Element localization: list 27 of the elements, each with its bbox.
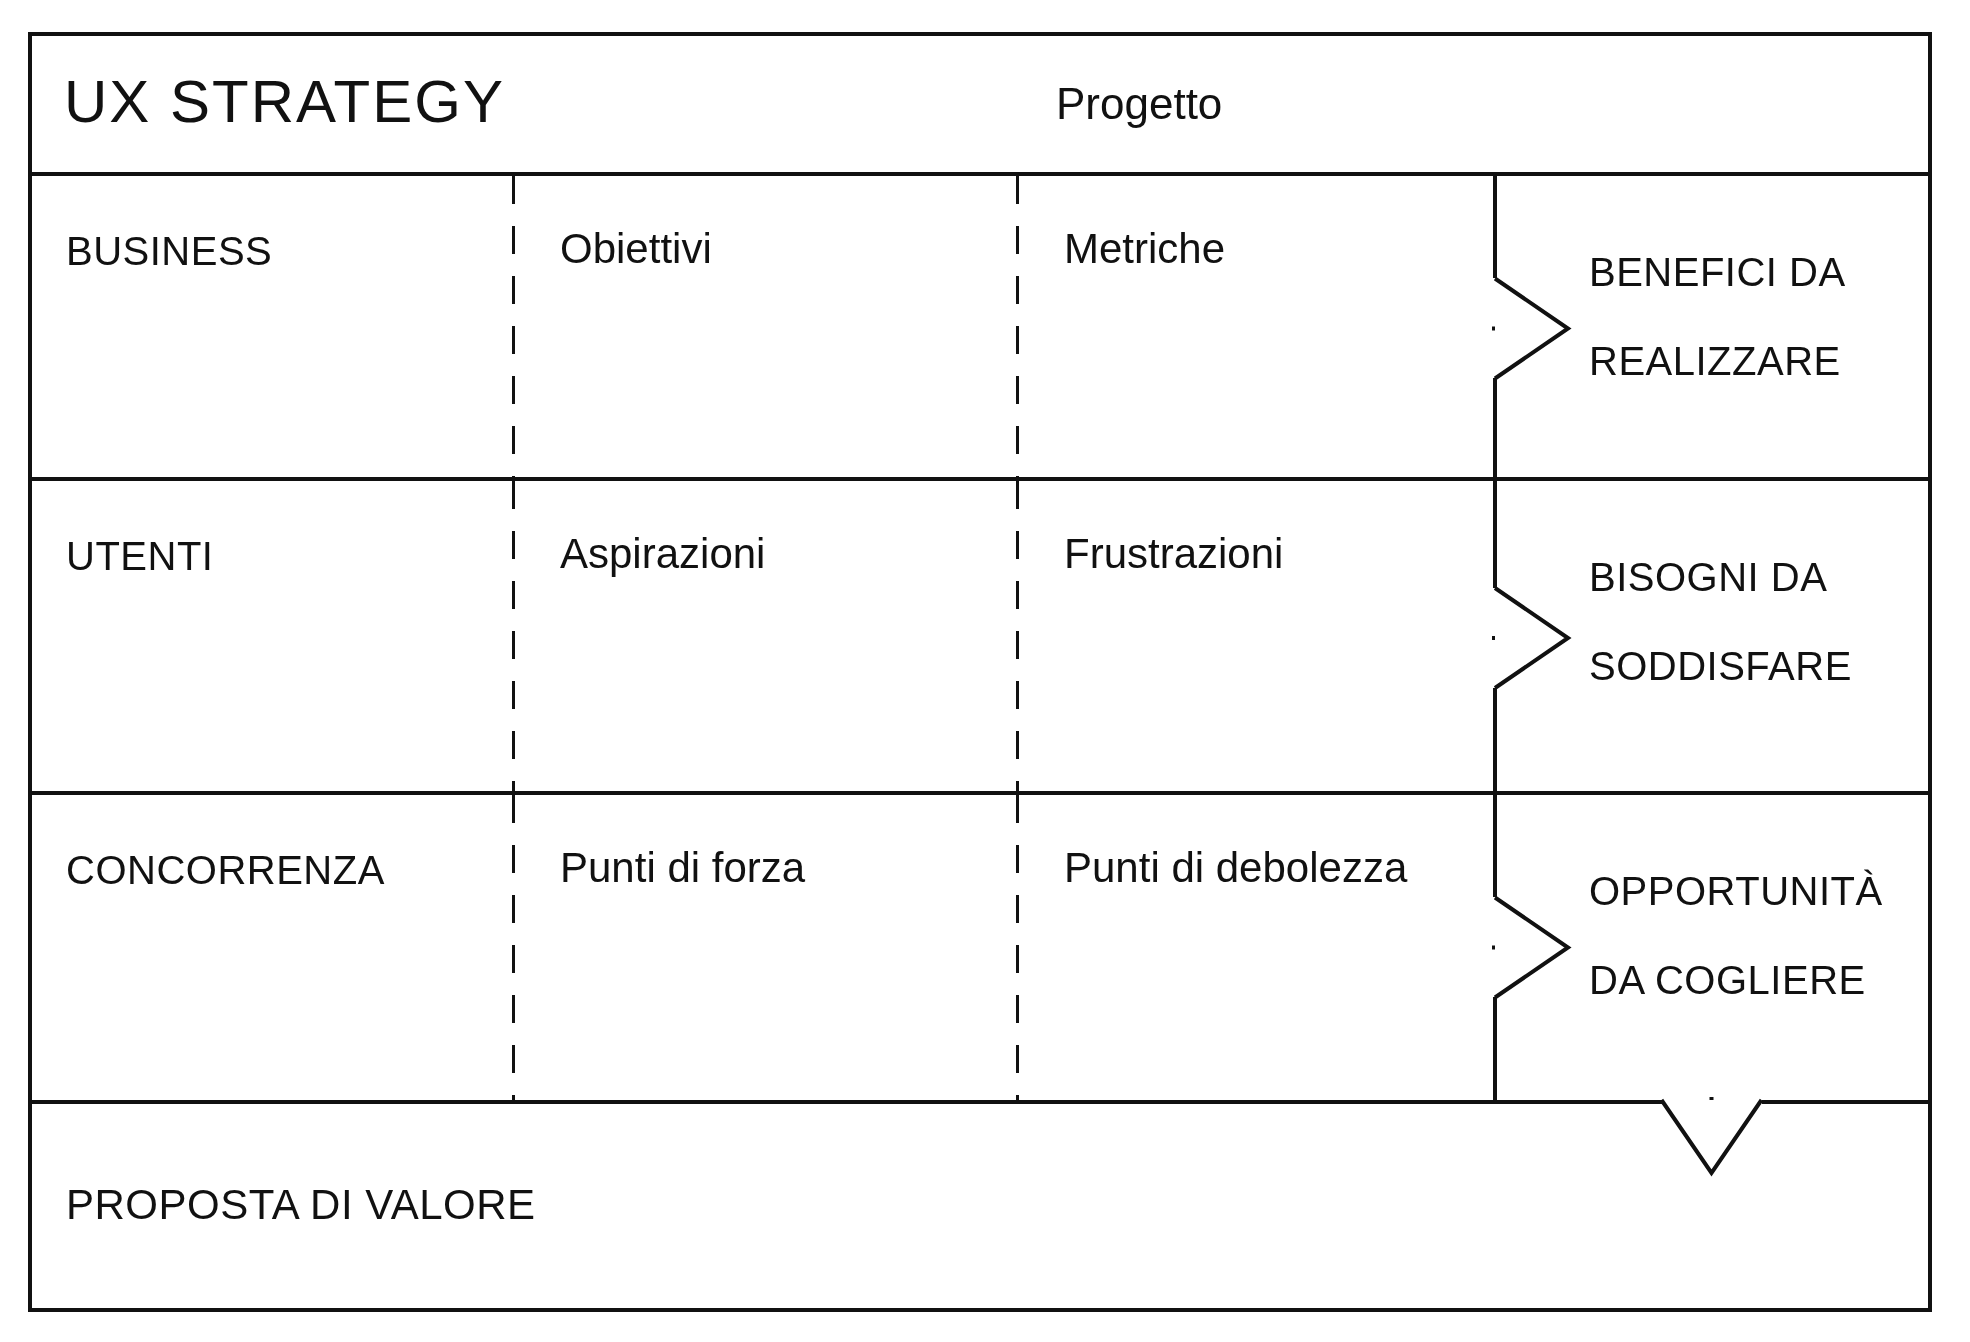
outcome-heading: OPPORTUNITÀ DA COGLIERE — [1589, 868, 1884, 1004]
outcome-panel — [1495, 481, 1928, 795]
row-heading: CONCORRENZA — [66, 847, 385, 894]
chevron-arrow — [1492, 895, 1570, 1000]
outcome-heading: BISOGNI DA SODDISFARE — [1589, 554, 1853, 690]
outcome-panel — [1495, 176, 1928, 481]
section-label: Punti di forza — [560, 843, 806, 893]
outcome-heading: BENEFICI DA REALIZZARE — [1589, 249, 1846, 385]
section-label: Obiettivi — [560, 224, 712, 274]
canvas-panel — [1019, 481, 1495, 795]
row-heading: UTENTI — [66, 533, 214, 580]
category-panel — [32, 481, 515, 795]
field-label: Progetto — [1056, 78, 1223, 130]
chevron-arrow — [1492, 276, 1570, 381]
title: UX STRATEGY — [64, 67, 505, 137]
section-label: Frustrazioni — [1064, 529, 1284, 579]
canvas-panel — [515, 481, 1019, 795]
section-label: Aspirazioni — [560, 529, 766, 579]
chevron-arrow — [1659, 1097, 1764, 1175]
chevron-arrow — [1492, 586, 1570, 690]
category-panel — [32, 176, 515, 481]
canvas-panel — [1019, 176, 1495, 481]
band-heading: PROPOSTA DI VALORE — [66, 1179, 536, 1230]
canvas-panel — [515, 176, 1019, 481]
row-heading: BUSINESS — [66, 228, 273, 275]
section-label: Metriche — [1064, 224, 1226, 274]
section-label: Punti di debolezza — [1064, 843, 1408, 893]
